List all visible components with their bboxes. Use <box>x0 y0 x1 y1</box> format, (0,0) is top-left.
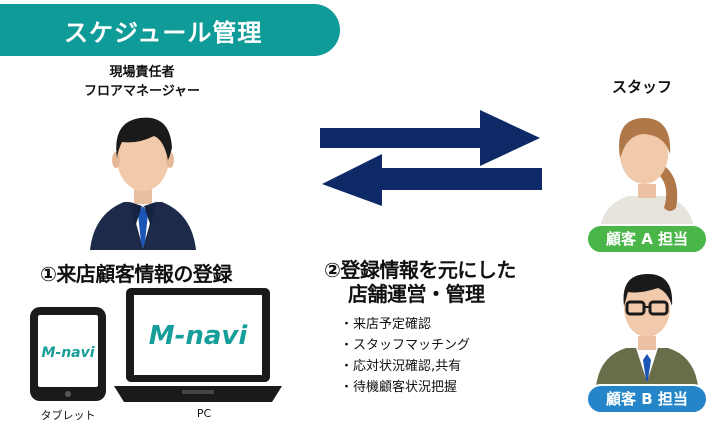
title-banner <box>0 4 340 56</box>
arrow-right-icon <box>320 110 540 166</box>
manager-role-line1: 現場責任者 <box>109 65 175 80</box>
tablet-caption: タブレット <box>40 409 96 422</box>
list-item: スタッフマッチング <box>340 335 470 356</box>
step2-bullet-list: 来店予定確認 スタッフマッチング 応対状況確認,共有 待機顧客状況把握 <box>340 314 470 398</box>
pc-caption: PC <box>196 407 212 420</box>
staff-b-badge: 顧客 B 担当 <box>586 384 708 414</box>
laptop-icon: M-navi <box>114 288 282 402</box>
manager-caption: 現場責任者 フロアマネージャー <box>72 63 212 101</box>
staff-b-avatar <box>596 274 698 386</box>
staff-a-avatar <box>600 118 694 228</box>
step2-title: ②登録情報を元にした 店舗運営・管理 <box>324 258 516 306</box>
list-item: 応対状況確認,共有 <box>340 356 470 377</box>
tablet-app-logo: M-navi <box>41 345 94 361</box>
tablet-icon: M-navi <box>30 307 106 401</box>
laptop-app-logo: M-navi <box>149 321 249 351</box>
manager-avatar <box>90 117 196 250</box>
step2-title-line1: ②登録情報を元にした <box>324 258 516 282</box>
page-title: スケジュール管理 <box>64 19 263 47</box>
arrow-left-icon <box>322 154 542 206</box>
exchange-arrows <box>320 110 542 206</box>
step2-title-line2: 店舗運営・管理 <box>348 282 485 306</box>
list-item: 来店予定確認 <box>340 314 470 335</box>
list-item: 待機顧客状況把握 <box>340 377 470 398</box>
staff-label: スタッフ <box>612 78 673 96</box>
manager-role-line2: フロアマネージャー <box>83 84 201 99</box>
step1-title: ①来店顧客情報の登録 <box>40 262 232 286</box>
staff-a-badge: 顧客 A 担当 <box>586 224 708 254</box>
